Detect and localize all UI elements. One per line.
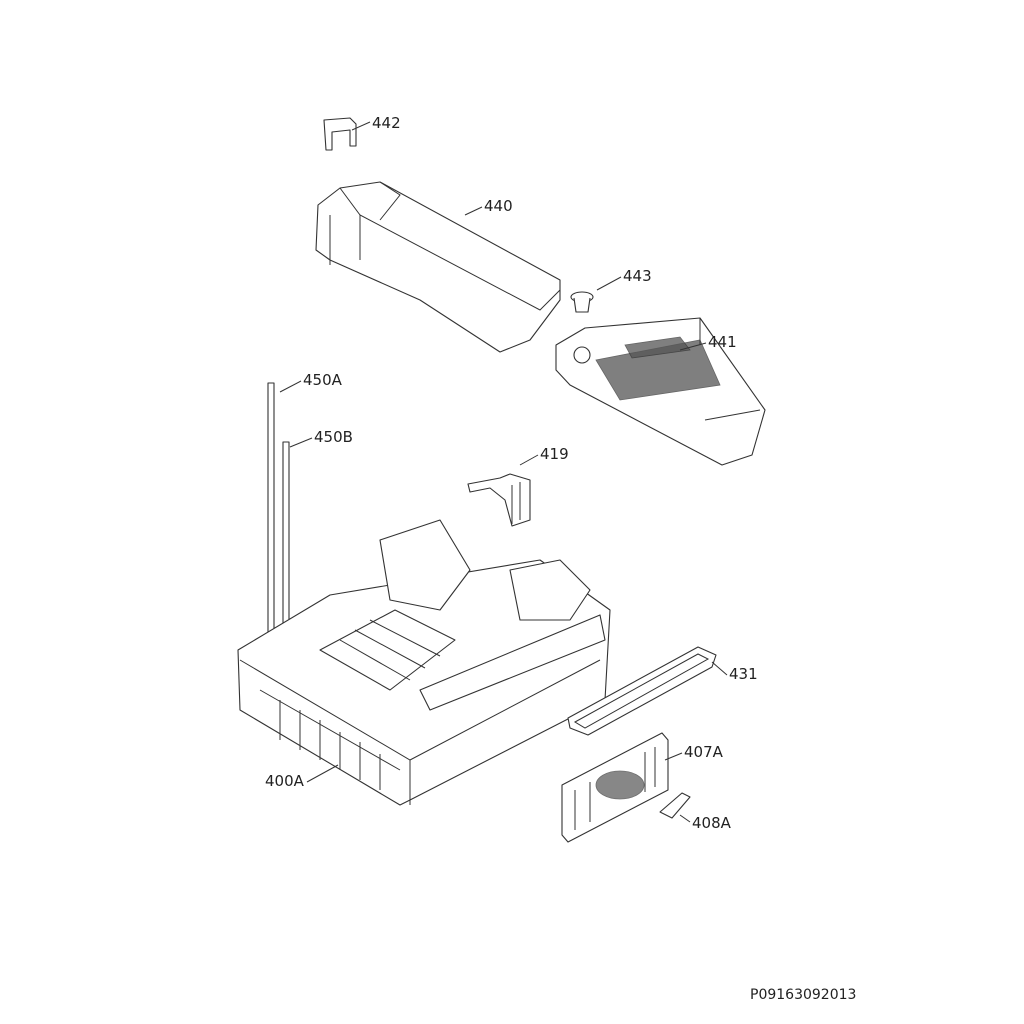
callout-419: 419 bbox=[540, 445, 569, 463]
part-440-duct-cover bbox=[315, 181, 561, 353]
callout-443: 443 bbox=[623, 267, 652, 285]
callout-450b: 450B bbox=[314, 428, 353, 446]
part-441-condenser-cover bbox=[555, 317, 766, 466]
callout-431: 431 bbox=[729, 665, 758, 683]
part-443-cap bbox=[570, 291, 594, 313]
callout-450a: 450A bbox=[303, 371, 342, 389]
callout-440: 440 bbox=[484, 197, 513, 215]
callout-442: 442 bbox=[372, 114, 401, 132]
callout-408a: 408A bbox=[692, 814, 731, 832]
part-408a-flap bbox=[659, 792, 691, 819]
callout-407a: 407A bbox=[684, 743, 723, 761]
part-431-gasket bbox=[567, 646, 717, 736]
callout-400a: 400A bbox=[265, 772, 304, 790]
part-419-bracket bbox=[467, 473, 531, 527]
callout-441: 441 bbox=[708, 333, 737, 351]
part-450-rods bbox=[267, 382, 290, 644]
part-400a-base-assembly bbox=[237, 519, 611, 806]
part-407a-grille bbox=[561, 732, 669, 843]
part-442-clip bbox=[323, 117, 357, 151]
leader-lines bbox=[279, 121, 728, 823]
drawing-code: P09163092013 bbox=[750, 987, 857, 1003]
